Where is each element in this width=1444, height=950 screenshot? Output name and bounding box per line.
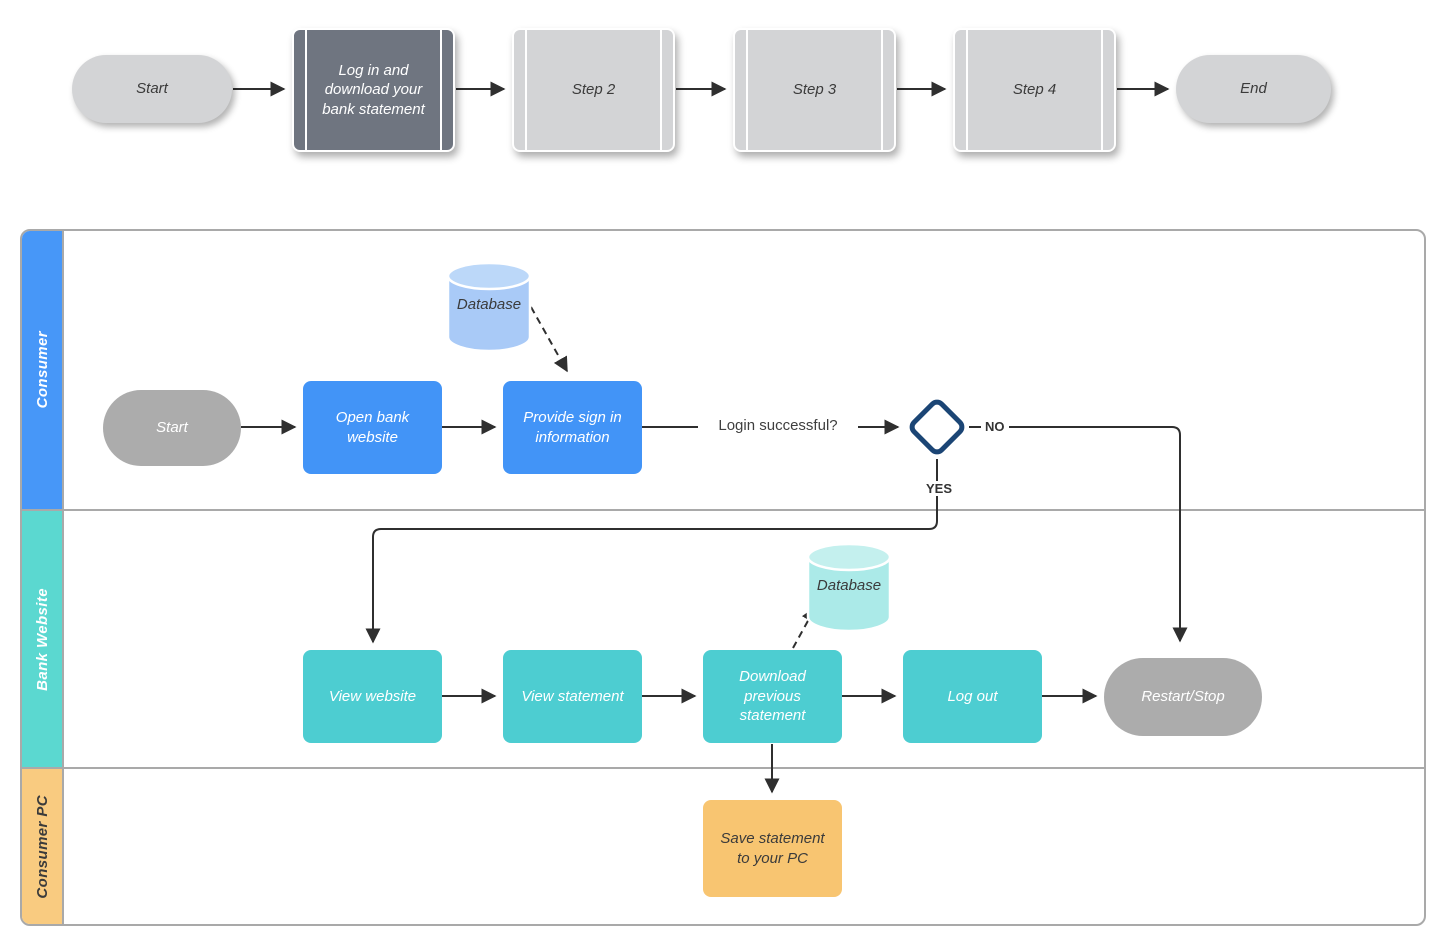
consumer-start-label: Start (156, 419, 188, 437)
lane-separator-1 (22, 509, 1424, 511)
download-previous-statement-process: Download previous statement (703, 650, 842, 743)
log-out-process: Log out (903, 650, 1042, 743)
save-statement-label: Save statement to your PC (720, 830, 825, 867)
top-step4-label: Step 4 (1012, 81, 1057, 99)
database-cylinder-shape (446, 261, 532, 353)
top-step3-predefined-process: Step 3 (733, 28, 896, 152)
lane-consumer-label: Consumer (33, 331, 51, 409)
view-statement-label: View statement (521, 687, 624, 705)
top-step2-predefined-process: Step 2 (512, 28, 675, 152)
top-login-predefined-process: Log in and download your bank statement (292, 28, 455, 152)
top-step4-predefined-process: Step 4 (953, 28, 1116, 152)
open-bank-website-label: Open bank website (335, 409, 410, 446)
lane-bank-website-label: Bank Website (33, 587, 51, 691)
top-step3-label: Step 3 (792, 81, 837, 99)
login-decision-diamond (905, 395, 969, 459)
view-website-process: View website (303, 650, 442, 743)
top-end-terminator: End (1176, 55, 1331, 123)
decision-diamond-shape (905, 395, 969, 459)
consumer-start-terminator: Start (103, 390, 241, 466)
top-start-label: Start (136, 80, 168, 98)
lane-header-divider (62, 231, 64, 924)
log-out-label: Log out (947, 687, 998, 705)
download-previous-statement-label: Download previous statement (739, 668, 806, 725)
view-statement-process: View statement (503, 650, 642, 743)
consumer-database-label: Database (456, 296, 522, 313)
lane-header-bank-website: Bank Website (22, 511, 62, 767)
top-login-label: Log in and download your bank statement (322, 61, 425, 118)
top-end-label: End (1240, 80, 1267, 98)
swimlane-pool (20, 229, 1426, 926)
lane-consumer-pc-label: Consumer PC (33, 794, 51, 899)
decision-no-label: NO (981, 419, 1009, 434)
lane-separator-2 (22, 767, 1424, 769)
top-step2-label: Step 2 (571, 81, 616, 99)
decision-yes-label: YES (916, 481, 962, 496)
view-website-label: View website (328, 687, 417, 705)
bank-database-cylinder: Database (805, 541, 893, 634)
open-bank-website-process: Open bank website (303, 381, 442, 474)
lane-header-consumer: Consumer (22, 231, 62, 509)
bank-database-label: Database (816, 577, 882, 594)
save-statement-process: Save statement to your PC (703, 800, 842, 897)
login-successful-question: Login successful? (698, 417, 858, 434)
provide-sign-in-label: Provide sign in information (523, 409, 622, 446)
provide-sign-in-process: Provide sign in information (503, 381, 642, 474)
restart-stop-label: Restart/Stop (1141, 688, 1225, 706)
top-start-terminator: Start (72, 55, 232, 123)
restart-stop-terminator: Restart/Stop (1104, 658, 1262, 736)
consumer-database-cylinder: Database (445, 260, 533, 354)
lane-header-consumer-pc: Consumer PC (22, 769, 62, 924)
